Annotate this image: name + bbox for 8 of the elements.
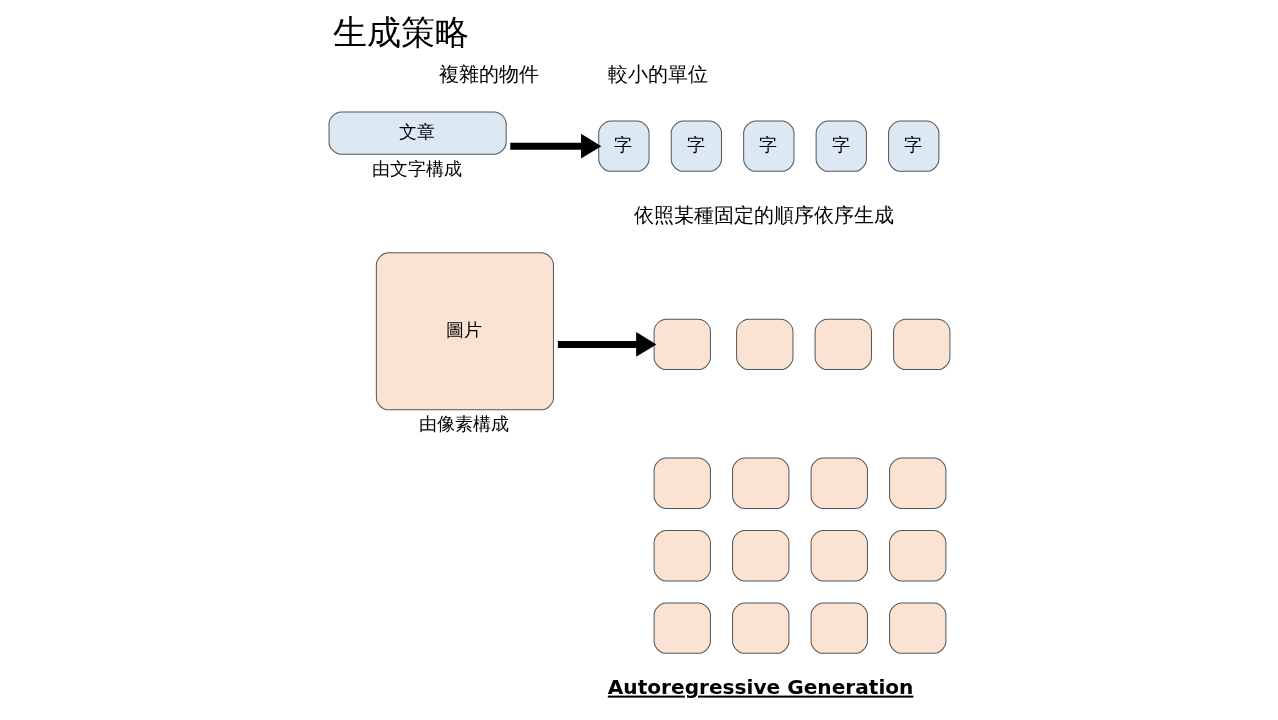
node-label: 由像素構成	[418, 413, 509, 435]
diagram-title: 生成策略	[333, 11, 470, 52]
label: 依照某種固定的順序依序生成	[633, 202, 894, 227]
label: 較小的單位	[607, 61, 708, 86]
label: Autoregressive Generation	[607, 674, 913, 699]
node-label: 由文字構成	[371, 157, 462, 179]
label: 複雜的物件	[438, 61, 539, 86]
arrow	[509, 133, 601, 159]
